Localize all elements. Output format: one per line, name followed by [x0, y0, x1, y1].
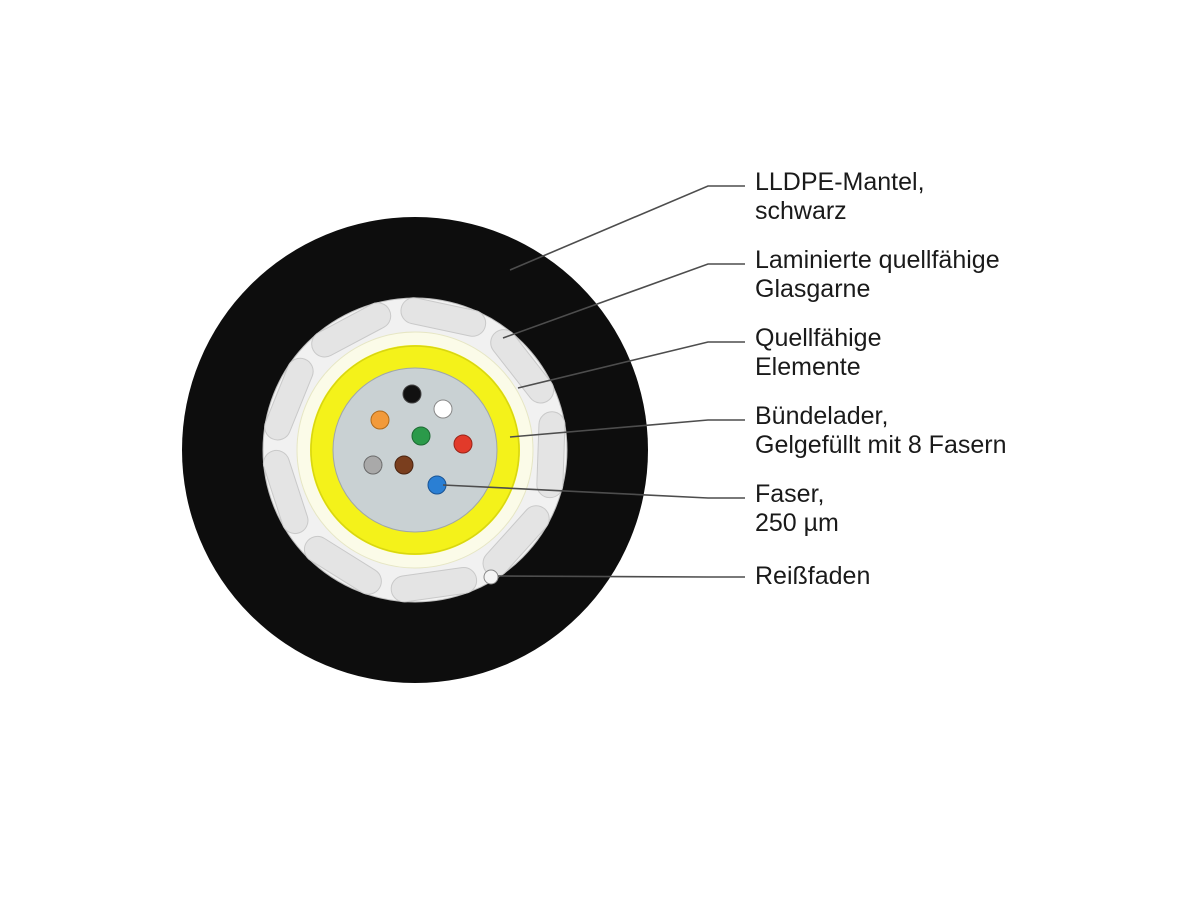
label-fiber-line1: Faser,: [755, 480, 824, 508]
label-jacket: LLDPE-Mantel, schwarz: [755, 168, 931, 225]
glass-yarn-segment: [390, 567, 478, 603]
label-fiber-line2: 250 µm: [755, 509, 839, 537]
fiber-white: [433, 399, 453, 419]
leader-glass-yarn: [502, 263, 745, 339]
label-tube-line1: Bündelader,: [755, 402, 888, 430]
leader-jacket: [509, 185, 745, 271]
glass-yarn-segment: [490, 329, 555, 404]
ripcord: [483, 569, 499, 585]
glass-yarn-segment: [262, 449, 309, 535]
fiber-orange: [370, 410, 390, 430]
label-tube-line2: Gelgefüllt mit 8 Fasern: [755, 431, 1007, 459]
label-ripcord: Reißfaden: [755, 562, 870, 590]
leader-swelling: [517, 341, 745, 389]
label-fiber: Faser, 250 µm: [755, 480, 839, 537]
glass-yarn-segment: [264, 357, 314, 441]
leader-fiber: [442, 484, 745, 499]
leader-tube: [509, 419, 745, 438]
fiber-brown: [394, 455, 414, 475]
label-glass-yarn-line1: Laminierte quellfähige: [755, 246, 1000, 274]
label-glass-yarn: Laminierte quellfähige Glasgarne: [755, 246, 1007, 303]
fiber-gray: [363, 455, 383, 475]
gel-filling: [332, 367, 498, 533]
glass-yarn-segment: [400, 297, 487, 337]
fiber-green: [411, 426, 431, 446]
label-swelling: Quellfähige Elemente: [755, 324, 888, 381]
label-jacket-line2: schwarz: [755, 197, 847, 225]
label-tube: Bündelader, Gelgefüllt mit 8 Fasern: [755, 402, 1007, 459]
glass-yarn-segment: [536, 411, 566, 499]
glass-yarn-segment: [311, 302, 392, 358]
label-jacket-line1: LLDPE-Mantel,: [755, 168, 925, 196]
leader-ripcord: [497, 575, 745, 578]
label-ripcord-line1: Reißfaden: [755, 562, 870, 590]
fiber-black: [402, 384, 422, 404]
label-swelling-line2: Elemente: [755, 353, 861, 381]
label-swelling-line1: Quellfähige: [755, 324, 881, 352]
fiber-red: [453, 434, 473, 454]
loose-tube-edge: [310, 345, 520, 555]
glass-yarn-segment: [303, 535, 382, 595]
label-glass-yarn-line2: Glasgarne: [755, 275, 870, 303]
